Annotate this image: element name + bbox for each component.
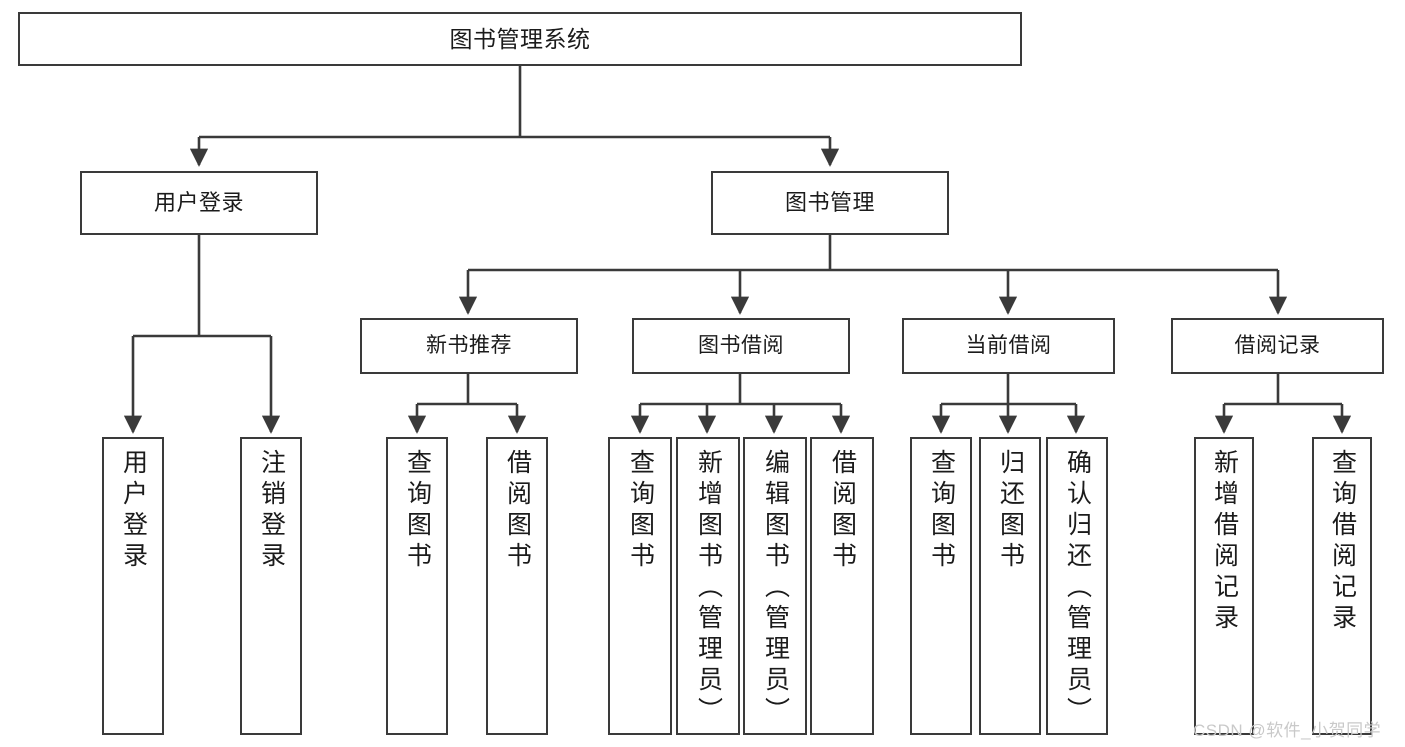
leaf-borrow-record-1-label: 新增借阅记录 xyxy=(1210,449,1239,635)
leaf-current-borrow-2-label: 归还图书 xyxy=(996,449,1025,573)
node-book-borrow-label: 图书借阅 xyxy=(698,333,784,357)
node-book-management[interactable]: 图书管理 xyxy=(711,171,949,235)
leaf-new-book-2[interactable]: 借阅图书 xyxy=(486,437,548,735)
leaf-new-book-1-label: 查询图书 xyxy=(403,449,432,573)
leaf-current-borrow-3-label: 确认归还（管理员） xyxy=(1063,449,1092,728)
leaf-user-login-2[interactable]: 注销登录 xyxy=(240,437,302,735)
leaf-book-borrow-2[interactable]: 新增图书（管理员） xyxy=(676,437,740,735)
node-root-label: 图书管理系统 xyxy=(449,25,591,52)
leaf-book-borrow-3[interactable]: 编辑图书（管理员） xyxy=(743,437,807,735)
leaf-book-borrow-1-label: 查询图书 xyxy=(626,449,655,573)
leaf-borrow-record-1[interactable]: 新增借阅记录 xyxy=(1194,437,1254,735)
node-new-book-recommend-label: 新书推荐 xyxy=(426,333,512,357)
node-book-borrow[interactable]: 图书借阅 xyxy=(632,318,850,374)
node-book-management-label: 图书管理 xyxy=(784,190,875,216)
node-borrow-record[interactable]: 借阅记录 xyxy=(1171,318,1384,374)
leaf-current-borrow-1[interactable]: 查询图书 xyxy=(910,437,972,735)
node-current-borrow-label: 当前借阅 xyxy=(965,333,1052,357)
node-current-borrow[interactable]: 当前借阅 xyxy=(902,318,1115,374)
node-user-login-label: 用户登录 xyxy=(153,190,244,216)
leaf-new-book-1[interactable]: 查询图书 xyxy=(386,437,448,735)
leaf-current-borrow-2[interactable]: 归还图书 xyxy=(979,437,1041,735)
leaf-book-borrow-3-label: 编辑图书（管理员） xyxy=(761,449,790,728)
leaf-book-borrow-4[interactable]: 借阅图书 xyxy=(810,437,874,735)
leaf-current-borrow-3[interactable]: 确认归还（管理员） xyxy=(1046,437,1108,735)
leaf-borrow-record-2-label: 查询借阅记录 xyxy=(1328,449,1357,635)
leaf-new-book-2-label: 借阅图书 xyxy=(503,449,532,573)
leaf-book-borrow-2-label: 新增图书（管理员） xyxy=(694,449,723,728)
node-root[interactable]: 图书管理系统 xyxy=(18,12,1022,66)
leaf-user-login-1-label: 用户登录 xyxy=(119,449,148,573)
watermark: CSDN @软件_小贺同学 xyxy=(1193,721,1382,740)
leaf-book-borrow-1[interactable]: 查询图书 xyxy=(608,437,672,735)
leaf-user-login-1[interactable]: 用户登录 xyxy=(102,437,164,735)
leaf-borrow-record-2[interactable]: 查询借阅记录 xyxy=(1312,437,1372,735)
leaf-book-borrow-4-label: 借阅图书 xyxy=(828,449,857,573)
leaf-user-login-2-label: 注销登录 xyxy=(257,449,286,573)
node-borrow-record-label: 借阅记录 xyxy=(1234,333,1321,357)
node-new-book-recommend[interactable]: 新书推荐 xyxy=(360,318,578,374)
leaf-current-borrow-1-label: 查询图书 xyxy=(927,449,956,573)
node-user-login[interactable]: 用户登录 xyxy=(80,171,318,235)
